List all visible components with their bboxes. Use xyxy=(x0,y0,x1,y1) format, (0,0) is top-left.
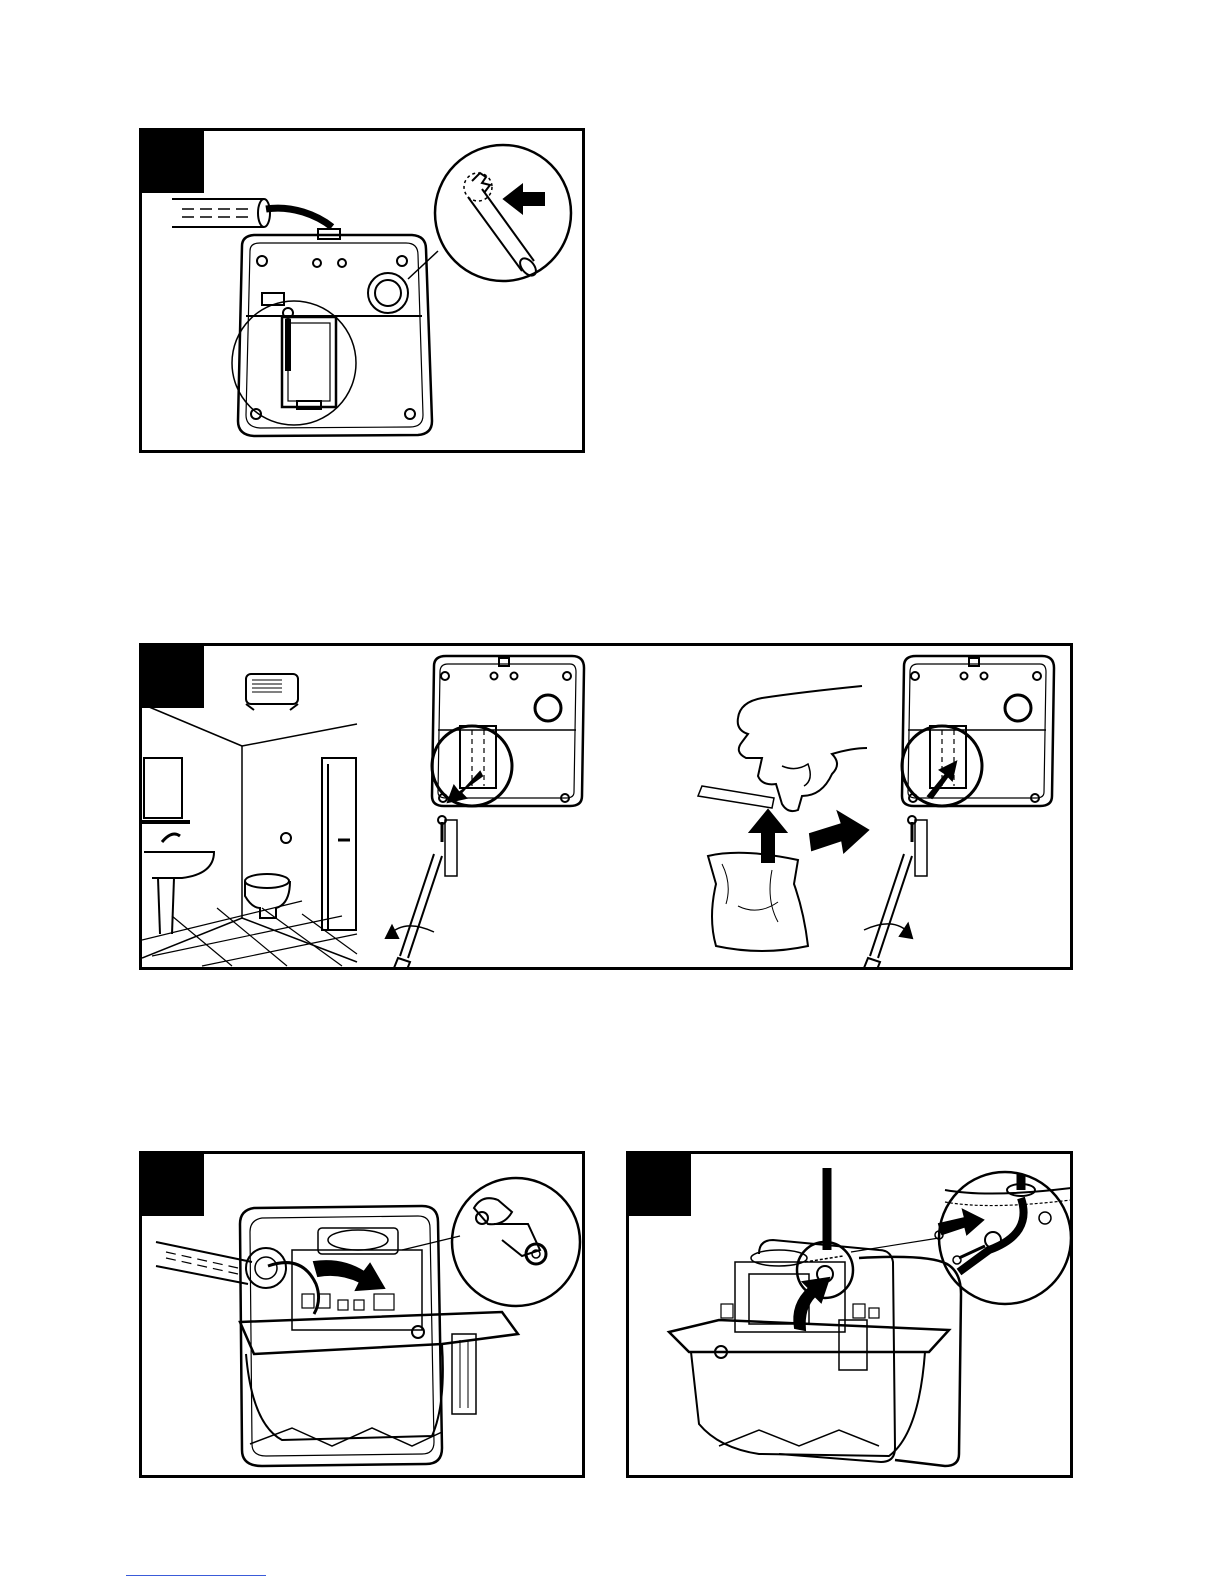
toilet-room-icon xyxy=(142,674,357,966)
screwdriver-icon xyxy=(464,173,539,279)
illustration-wiring-right xyxy=(629,1154,1073,1478)
illustration-back-plate xyxy=(142,131,585,453)
arrow-icon xyxy=(794,1278,829,1330)
screw-icon xyxy=(908,816,927,876)
illustration-wiring-left xyxy=(142,1154,585,1478)
hand-icon xyxy=(698,686,867,811)
arrow-icon xyxy=(504,185,544,213)
back-plate-refit xyxy=(864,656,1054,970)
panel-2 xyxy=(139,643,1073,970)
footer-link-underline[interactable] xyxy=(126,1575,266,1576)
panel-1 xyxy=(139,128,585,453)
panel-4 xyxy=(626,1151,1073,1478)
cable-conduit-icon xyxy=(172,199,332,227)
screwdriver-icon xyxy=(864,854,912,970)
arrow-icon xyxy=(314,1261,384,1290)
screw-icon xyxy=(438,816,457,876)
back-plate-remove xyxy=(386,656,584,970)
arrow-icon xyxy=(939,1210,983,1234)
panel-3 xyxy=(139,1151,585,1478)
arrow-icon xyxy=(810,812,868,852)
cable-conduit-icon xyxy=(156,1242,252,1284)
bag-icon xyxy=(708,853,808,951)
screwdriver-icon xyxy=(386,854,442,970)
illustration-installation-steps xyxy=(142,646,1073,970)
